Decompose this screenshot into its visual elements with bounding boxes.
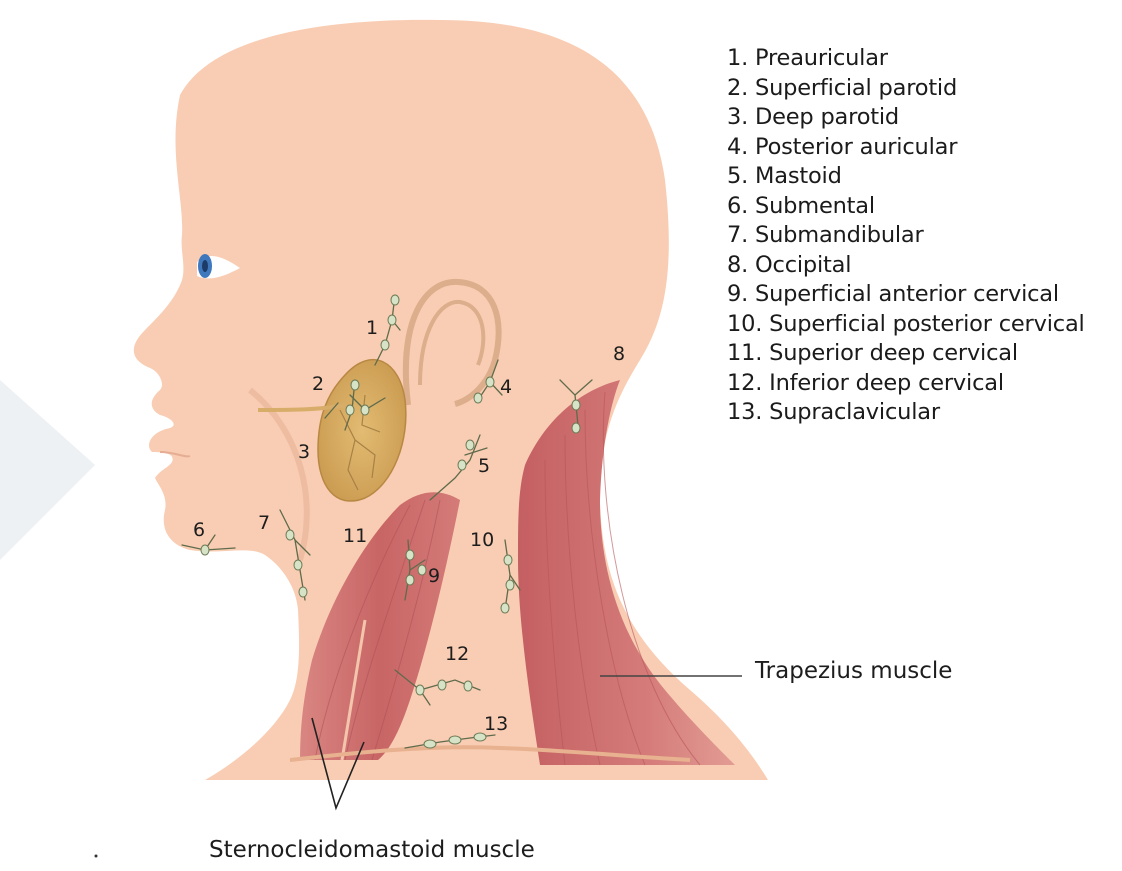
legend-item: 10. Superficial posterior cervical — [727, 310, 1085, 340]
marker-3: 3 — [298, 441, 310, 463]
marker-9: 9 — [428, 565, 440, 587]
trapezius-label: Trapezius muscle — [754, 658, 952, 684]
marker-4: 4 — [500, 376, 512, 398]
marker-11: 11 — [343, 525, 367, 547]
legend-item: 9. Superficial anterior cervical — [727, 280, 1085, 310]
marker-5: 5 — [478, 455, 490, 477]
legend-item: 8. Occipital — [727, 251, 1085, 281]
legend-item: 1. Preauricular — [727, 44, 1085, 74]
marker-2: 2 — [312, 373, 324, 395]
head-silhouette — [134, 20, 768, 780]
legend-item: 13. Supraclavicular — [727, 398, 1085, 428]
watermark-wedge — [0, 380, 95, 560]
marker-13: 13 — [484, 713, 508, 735]
legend-item: 4. Posterior auricular — [727, 133, 1085, 163]
legend-item: 2. Superficial parotid — [727, 74, 1085, 104]
lymph-node-legend: 1. Preauricular 2. Superficial parotid 3… — [727, 44, 1085, 428]
marker-6: 6 — [193, 519, 205, 541]
marker-7: 7 — [258, 512, 270, 534]
legend-item: 6. Submental — [727, 192, 1085, 222]
marker-1: 1 — [366, 317, 378, 339]
legend-item: 12. Inferior deep cervical — [727, 369, 1085, 399]
legend-item: 3. Deep parotid — [727, 103, 1085, 133]
marker-10: 10 — [470, 529, 494, 551]
sternocleidomastoid-label: Sternocleidomastoid muscle — [209, 837, 535, 863]
legend-item: 5. Mastoid — [727, 162, 1085, 192]
legend-item: 11. Superior deep cervical — [727, 339, 1085, 369]
stray-dot — [95, 855, 98, 858]
marker-12: 12 — [445, 643, 469, 665]
marker-8: 8 — [613, 343, 625, 365]
legend-item: 7. Submandibular — [727, 221, 1085, 251]
